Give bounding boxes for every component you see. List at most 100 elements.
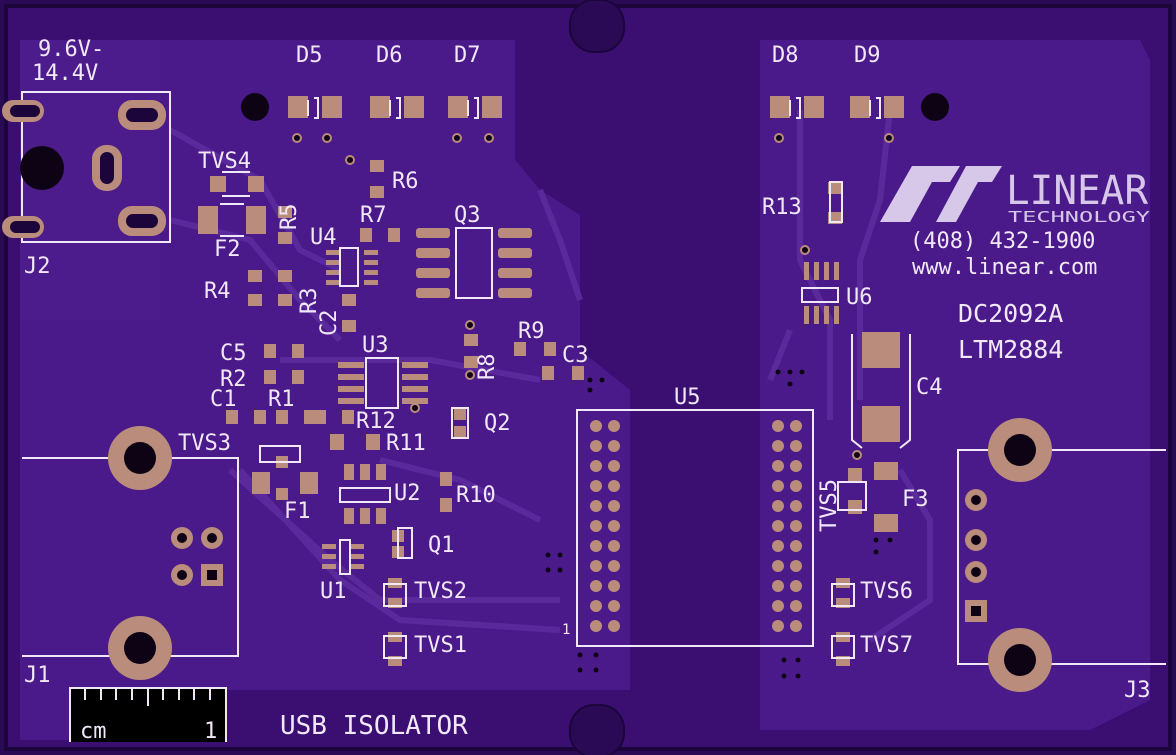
module-pin — [790, 540, 802, 552]
label-C1: C1 — [210, 387, 237, 412]
via — [599, 377, 605, 383]
label-TVS6: TVS6 — [860, 579, 913, 604]
label-J2: J2 — [24, 254, 51, 279]
voltage-label-line2: 14.4V — [32, 61, 98, 86]
label-TVS7: TVS7 — [860, 633, 913, 658]
pin1-marker: 1 — [562, 622, 570, 638]
usb-connector-J3 — [957, 418, 1166, 692]
module-pin — [608, 440, 620, 452]
module-pin — [772, 560, 784, 572]
label-R6: R6 — [392, 169, 419, 194]
label-TVS2: TVS2 — [414, 579, 467, 604]
label-C4: C4 — [916, 375, 943, 400]
module-pin — [608, 620, 620, 632]
module-pin — [790, 480, 802, 492]
label-R12: R12 — [356, 409, 396, 434]
scale-ruler — [69, 687, 227, 742]
label-J3: J3 — [1124, 678, 1151, 703]
via — [799, 369, 805, 375]
via — [781, 657, 787, 663]
label-D6: D6 — [376, 43, 403, 68]
label-R5: R5 — [277, 204, 302, 231]
via — [545, 567, 551, 573]
module-pin — [590, 460, 602, 472]
module-pin — [608, 460, 620, 472]
module-pin — [608, 500, 620, 512]
label-U5: U5 — [674, 385, 701, 410]
module-pin — [608, 480, 620, 492]
module-pin — [772, 580, 784, 592]
module-pin — [590, 440, 602, 452]
module-pin — [772, 600, 784, 612]
logo-subtitle: TECHNOLOGY — [1008, 208, 1150, 226]
module-pin — [772, 480, 784, 492]
label-R13: R13 — [762, 195, 802, 220]
module-pin — [608, 580, 620, 592]
module-pin — [590, 580, 602, 592]
logo-url: www.linear.com — [912, 255, 1097, 280]
label-F3: F3 — [902, 487, 929, 512]
via — [887, 537, 893, 543]
label-F1: F1 — [284, 499, 311, 524]
label-R2: R2 — [220, 367, 247, 392]
label-R8: R8 — [475, 354, 500, 381]
module-pin — [590, 560, 602, 572]
module-pin — [608, 540, 620, 552]
via — [873, 549, 879, 555]
label-Q1: Q1 — [428, 533, 455, 558]
module-pin — [608, 600, 620, 612]
module-pin — [772, 520, 784, 532]
module-pin — [772, 440, 784, 452]
module-pin — [608, 520, 620, 532]
module-pin — [590, 520, 602, 532]
label-D8: D8 — [772, 43, 799, 68]
via — [787, 369, 793, 375]
label-R9: R9 — [518, 319, 545, 344]
label-D7: D7 — [454, 43, 481, 68]
via — [775, 369, 781, 375]
label-Q3: Q3 — [454, 203, 481, 228]
usb-connector-J1 — [22, 426, 239, 680]
module-pin — [590, 480, 602, 492]
via — [795, 673, 801, 679]
label-R11: R11 — [386, 431, 426, 456]
module-U5-outline — [576, 409, 814, 647]
power-jack-J2 — [2, 91, 171, 243]
label-D5: D5 — [296, 43, 323, 68]
label-TVS3: TVS3 — [178, 431, 231, 456]
logo-phone: (408) 432-1900 — [910, 229, 1095, 254]
module-pin — [790, 460, 802, 472]
linear-logo — [880, 166, 1002, 222]
module-pin — [608, 420, 620, 432]
via — [557, 567, 563, 573]
module-pin — [772, 540, 784, 552]
via — [873, 537, 879, 543]
label-R3: R3 — [297, 288, 322, 315]
label-J1: J1 — [24, 663, 51, 688]
module-pin — [790, 580, 802, 592]
via — [545, 552, 551, 558]
via — [787, 381, 793, 387]
label-U3: U3 — [362, 333, 389, 358]
board-title: USB ISOLATOR — [280, 711, 468, 741]
logo-brand: LINEAR — [1006, 168, 1149, 214]
label-U6: U6 — [846, 285, 873, 310]
label-Q2: Q2 — [484, 411, 511, 436]
label-R1: R1 — [268, 387, 295, 412]
via — [781, 673, 787, 679]
module-pin — [790, 560, 802, 572]
via — [593, 652, 599, 658]
label-C5: C5 — [220, 341, 247, 366]
via — [795, 657, 801, 663]
via — [577, 652, 583, 658]
label-C3: C3 — [562, 343, 589, 368]
label-R10: R10 — [456, 483, 496, 508]
module-pin — [772, 620, 784, 632]
via — [587, 377, 593, 383]
label-F2: F2 — [214, 237, 241, 262]
via — [577, 667, 583, 673]
module-name: LTM2884 — [958, 335, 1063, 364]
label-U1: U1 — [320, 579, 347, 604]
